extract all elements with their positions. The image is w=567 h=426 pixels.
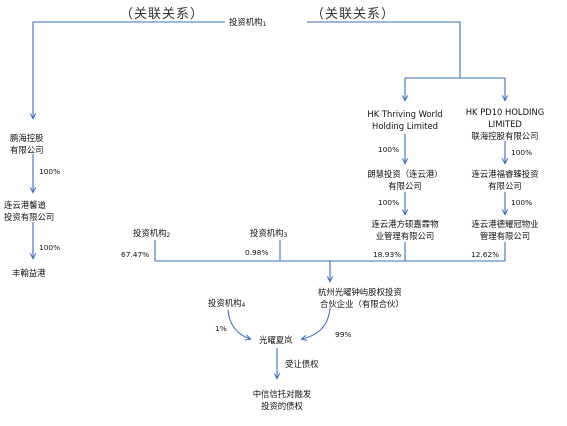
pct-deyao: 12.62% bbox=[471, 250, 500, 259]
pct-fuzhen-deyao: 100% bbox=[511, 198, 533, 207]
edge-investor1-to-hk bbox=[307, 21, 461, 78]
pct-investor4: 1% bbox=[215, 324, 227, 333]
node-lianyungang-xindao: 连云港馨道 投资有限公司 bbox=[4, 200, 55, 222]
node-investor3: 投资机构3 bbox=[250, 228, 288, 239]
node-fuzhen: 连云港福睿臻投资 有限公司 bbox=[471, 169, 539, 191]
relation-label-left: （关联关系） bbox=[120, 7, 205, 22]
node-investor4: 投资机构4 bbox=[208, 298, 246, 309]
label-assign-claims: 受让债权 bbox=[285, 359, 319, 369]
node-guangyao: 光曜夏岚 bbox=[259, 335, 293, 345]
edge-investor4-to-guangyao bbox=[227, 309, 250, 339]
pct-partnership: 99% bbox=[335, 330, 352, 339]
node-fenghan: 丰翰益港 bbox=[12, 268, 46, 278]
node-deyao: 连云港德耀冠物业 管理有限公司 bbox=[471, 219, 539, 241]
edge-partnership-to-guangyao bbox=[302, 307, 331, 339]
pct-investor2: 67.47% bbox=[121, 250, 150, 259]
node-fangshuo: 连云港方硕嘉霖物 业管理有限公司 bbox=[371, 219, 439, 241]
pct-investor3: 0.98% bbox=[245, 248, 269, 257]
pct-langhui-fangshuo: 100% bbox=[378, 198, 400, 207]
node-hangzhou-partnership: 杭州光曜钟屿股权投资 合伙企业（有限合伙） bbox=[318, 287, 404, 309]
pct-penghai-xindao: 100% bbox=[39, 167, 61, 176]
node-hk-thriving: HK Thriving World Holding Limited bbox=[367, 109, 443, 131]
node-investor1: 投资机构1 bbox=[229, 17, 267, 28]
pct-fangshuo: 18.93% bbox=[373, 250, 402, 259]
pct-xindao-fenghan: 100% bbox=[39, 243, 61, 252]
node-trust-claims: 中信信托对融发 投资的债权 bbox=[252, 389, 312, 411]
relation-label-right: （关联关系） bbox=[311, 7, 396, 22]
node-langhui: 朗慧投资（连云港） 有限公司 bbox=[367, 169, 443, 191]
node-penghai: 鹏海控股 有限公司 bbox=[10, 133, 44, 155]
node-hk-pd10: HK PD10 HOLDING LIMITED 联海控股有限公司 bbox=[465, 107, 545, 141]
pct-pd10-fuzhen: 100% bbox=[511, 148, 533, 157]
node-investor2: 投资机构2 bbox=[133, 228, 171, 239]
edge-investor1-to-penghai bbox=[33, 21, 225, 118]
pct-thriving-langhui: 100% bbox=[378, 145, 400, 154]
